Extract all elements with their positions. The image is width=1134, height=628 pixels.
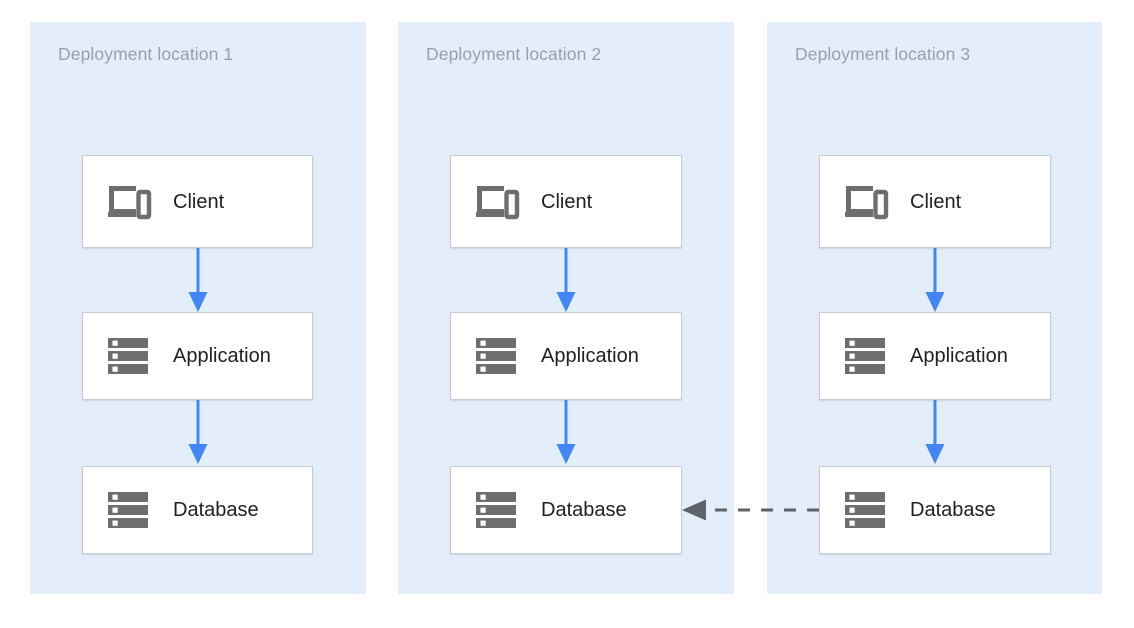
server-stack-icon bbox=[842, 333, 888, 379]
server-stack-icon bbox=[473, 487, 519, 533]
node-label-database-location-1: Database bbox=[173, 499, 259, 521]
server-stack-icon bbox=[105, 333, 151, 379]
deployment-location-2-title: Deployment location 2 bbox=[426, 44, 602, 64]
server-stack-icon bbox=[842, 487, 888, 533]
arrow-client-to-application-location-3 bbox=[921, 248, 949, 314]
node-client-location-1[interactable]: Client bbox=[82, 155, 313, 248]
node-database-location-2[interactable]: Database bbox=[450, 466, 682, 554]
server-stack-icon bbox=[473, 333, 519, 379]
node-label-client-location-2: Client bbox=[541, 190, 593, 213]
server-stack-icon bbox=[105, 487, 151, 533]
devices-icon bbox=[105, 179, 152, 225]
deployment-location-1-title: Deployment location 1 bbox=[58, 44, 234, 64]
node-database-location-3[interactable]: Database bbox=[819, 466, 1051, 554]
arrow-application-to-database-location-2 bbox=[552, 400, 580, 466]
arrow-application-to-database-location-1 bbox=[184, 400, 212, 466]
node-label-client-location-1: Client bbox=[173, 190, 225, 213]
arrow-client-to-application-location-1 bbox=[184, 248, 212, 314]
node-label-application-location-2: Application bbox=[541, 345, 639, 367]
node-label-database-location-3: Database bbox=[910, 499, 996, 521]
node-label-client-location-3: Client bbox=[910, 190, 962, 213]
arrow-database-replication-location3-to-location2 bbox=[678, 495, 824, 525]
node-application-location-1[interactable]: Application bbox=[82, 312, 313, 400]
node-database-location-1[interactable]: Database bbox=[82, 466, 313, 554]
devices-icon bbox=[473, 179, 520, 225]
node-application-location-3[interactable]: Application bbox=[819, 312, 1051, 400]
deployment-location-3-title: Deployment location 3 bbox=[795, 44, 971, 64]
node-label-application-location-1: Application bbox=[173, 345, 271, 367]
arrow-client-to-application-location-2 bbox=[552, 248, 580, 314]
node-client-location-2[interactable]: Client bbox=[450, 155, 682, 248]
arrow-application-to-database-location-3 bbox=[921, 400, 949, 466]
node-label-application-location-3: Application bbox=[910, 345, 1008, 367]
node-label-database-location-2: Database bbox=[541, 499, 627, 521]
node-application-location-2[interactable]: Application bbox=[450, 312, 682, 400]
node-client-location-3[interactable]: Client bbox=[819, 155, 1051, 248]
devices-icon bbox=[842, 179, 889, 225]
